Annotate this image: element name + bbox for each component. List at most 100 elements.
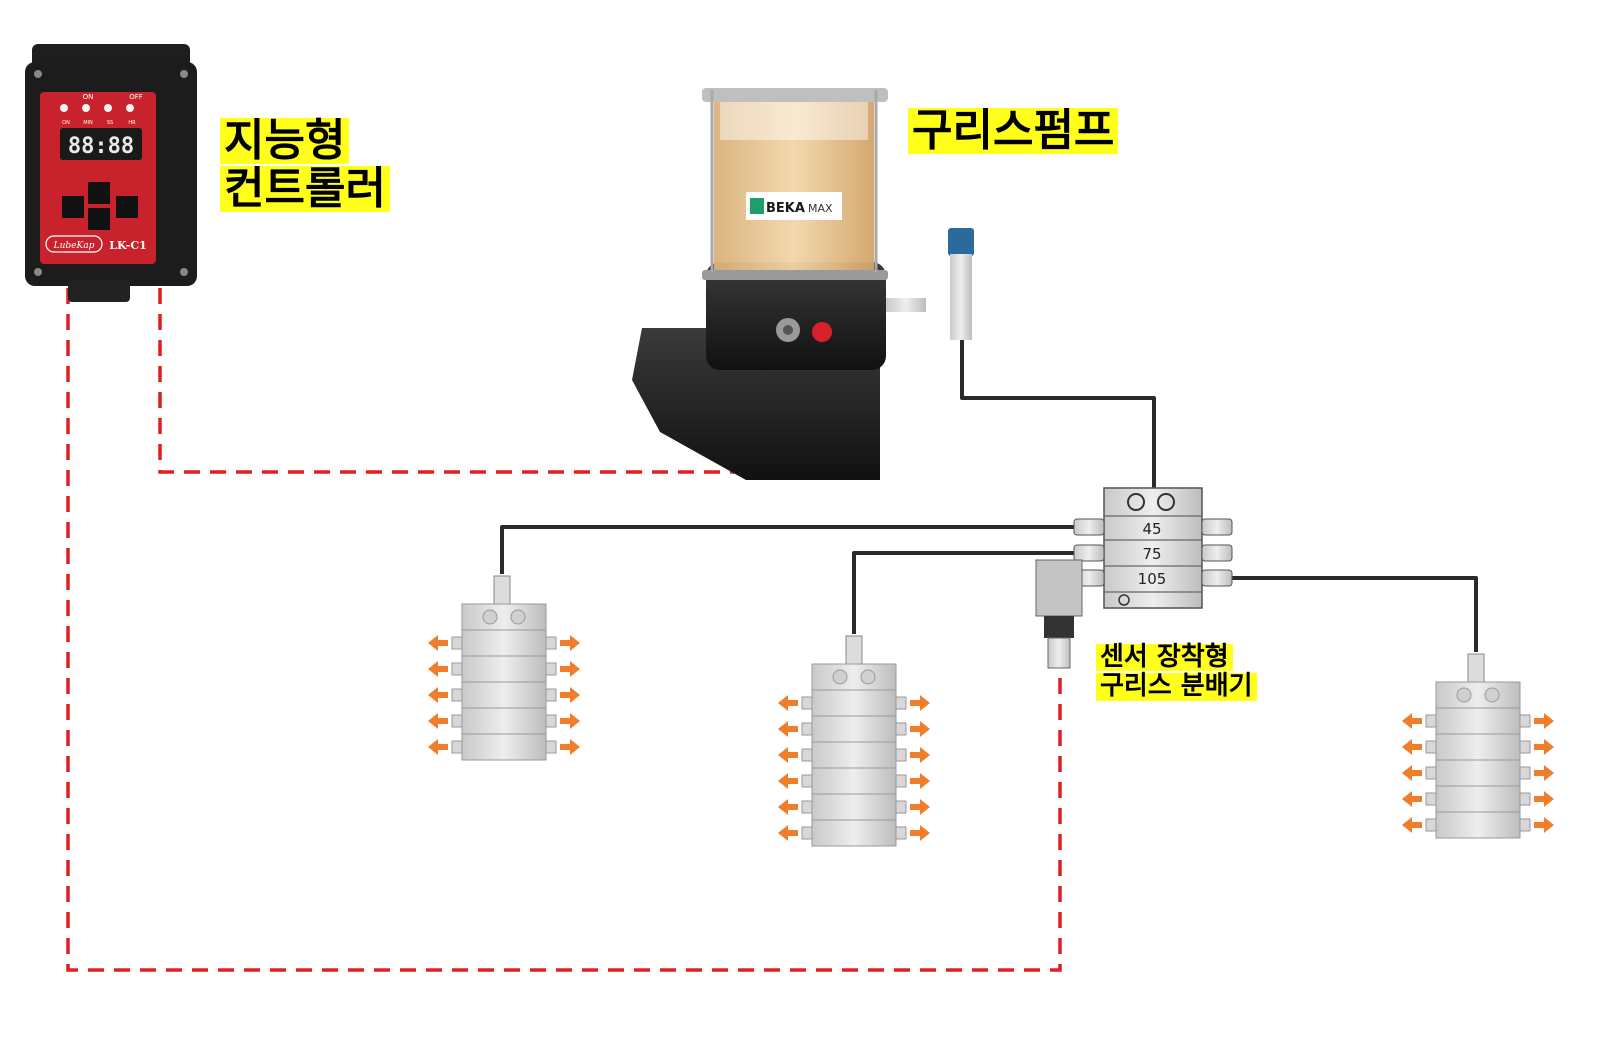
outlet-arrow-left [778, 799, 798, 815]
distributor-section [461, 733, 547, 761]
outlet-arrow-left [778, 695, 798, 711]
outlet-arrow-right [910, 773, 930, 789]
outlet-arrow-right [1534, 765, 1554, 781]
controller-label: 지능형 컨트롤러 [220, 117, 390, 214]
grease-line-distributor-1 [500, 525, 1074, 574]
outlet-arrow-left [428, 739, 448, 755]
distributor-plug [832, 669, 848, 685]
distributor-section [1435, 707, 1521, 735]
distributor-plug [1456, 687, 1472, 703]
secondary-distributor [1402, 653, 1554, 839]
distributor-outlet-fitting [545, 740, 557, 754]
outlet-arrow-right [910, 825, 930, 841]
main-distributor-output: 75 [1142, 545, 1161, 563]
distributor-outlet-fitting [801, 774, 813, 788]
outlet-arrow-left [778, 747, 798, 763]
distributor-outlet-fitting [451, 740, 463, 754]
distributor-outlet-fitting [451, 688, 463, 702]
distributor-outlet-fitting [1425, 766, 1437, 780]
signal-line-controller-pump [158, 288, 742, 474]
outlet-arrow-left [428, 713, 448, 729]
outlet-arrow-left [428, 635, 448, 651]
outlet-arrow-left [778, 825, 798, 841]
outlet-arrow-left [1402, 713, 1422, 729]
distributor-outlet-fitting [895, 774, 907, 788]
main-distributor-output: 105 [1138, 570, 1167, 588]
outlet-arrow-right [560, 713, 580, 729]
distributor-outlet-fitting [801, 800, 813, 814]
grease-line-distributor-3 [1230, 576, 1478, 652]
outlet-arrow-left [428, 661, 448, 677]
distributor-outlet-fitting [545, 688, 557, 702]
controller-mode-label: MIN [83, 120, 93, 126]
outlet-arrow-right [1534, 791, 1554, 807]
distributor-section [811, 793, 897, 821]
outlet-arrow-left [1402, 817, 1422, 833]
secondary-distributor [778, 635, 930, 847]
controller-mode-label: SS [107, 120, 113, 126]
main-distributor-output: 45 [1142, 520, 1161, 538]
outlet-arrow-right [1534, 713, 1554, 729]
pump-label-text: 구리스펌프 [908, 107, 1119, 155]
distributor-outlet-fitting [451, 714, 463, 728]
distributor-outlet-fitting [451, 662, 463, 676]
distributor-section [811, 819, 897, 847]
distributor-section [1435, 733, 1521, 761]
distributor-outlet-fitting [801, 826, 813, 840]
distributor-section [811, 689, 897, 717]
outlet-arrow-right [560, 687, 580, 703]
controller-label-line: 지능형 [220, 117, 350, 165]
distributor-section [461, 629, 547, 657]
outlet-arrow-right [560, 661, 580, 677]
distributor-outlet-fitting [545, 636, 557, 650]
distributor-outlet-fitting [1519, 714, 1531, 728]
outlet-arrow-right [910, 695, 930, 711]
distributor-plug [510, 609, 526, 625]
grease-line-pump-main [960, 340, 1156, 488]
distributor-outlet-fitting [895, 748, 907, 762]
pump-brand-suffix: MAX [808, 202, 833, 215]
distributor-outlet-fitting [1519, 766, 1531, 780]
sensor-distributor-label-line: 구리스 분배기 [1096, 672, 1257, 701]
signal-lines [66, 288, 1062, 972]
distributor-outlet-fitting [545, 714, 557, 728]
distributor-inlet-fitting [1467, 653, 1485, 683]
controller-display: 88:88 [68, 134, 134, 159]
pump-label: 구리스펌프 [908, 107, 1119, 156]
distributor-inlet-fitting [845, 635, 863, 665]
distributor-inlet-fitting [493, 575, 511, 605]
distributor-outlet-fitting [1425, 714, 1437, 728]
controller-mode-label: HR [128, 120, 136, 126]
outlet-arrow-right [910, 799, 930, 815]
distributor-outlet-fitting [451, 636, 463, 650]
outlet-arrow-right [910, 747, 930, 763]
distributor-outlet-fitting [895, 696, 907, 710]
distributor-head [461, 603, 547, 631]
distributor-outlet-fitting [1519, 740, 1531, 754]
outlet-arrow-left [428, 687, 448, 703]
distributor-outlet-fitting [801, 696, 813, 710]
distributor-plug [482, 609, 498, 625]
distributor-outlet-fitting [801, 722, 813, 736]
grease-line-distributor-2 [852, 551, 1074, 634]
controller-mode-label: ON [62, 120, 70, 126]
controller-model: LK-C1 [109, 239, 146, 252]
signal-line-controller-sensor [66, 288, 1062, 972]
distributor-outlet-fitting [1425, 740, 1437, 754]
outlet-arrow-right [1534, 739, 1554, 755]
distributor-outlet-fitting [1519, 792, 1531, 806]
outlet-arrow-right [560, 739, 580, 755]
distributor-head [811, 663, 897, 691]
grease-lines [500, 340, 1478, 652]
distributor-head [1435, 681, 1521, 709]
distributor-section [811, 741, 897, 769]
distributor-section [1435, 785, 1521, 813]
distributor-outlet-fitting [545, 662, 557, 676]
controller-label-line: 컨트롤러 [220, 165, 390, 213]
secondary-distributors [428, 575, 1554, 847]
distributor-section [1435, 759, 1521, 787]
distributor-outlet-fitting [1425, 818, 1437, 832]
distributor-section [811, 715, 897, 743]
distributor-section [461, 707, 547, 735]
